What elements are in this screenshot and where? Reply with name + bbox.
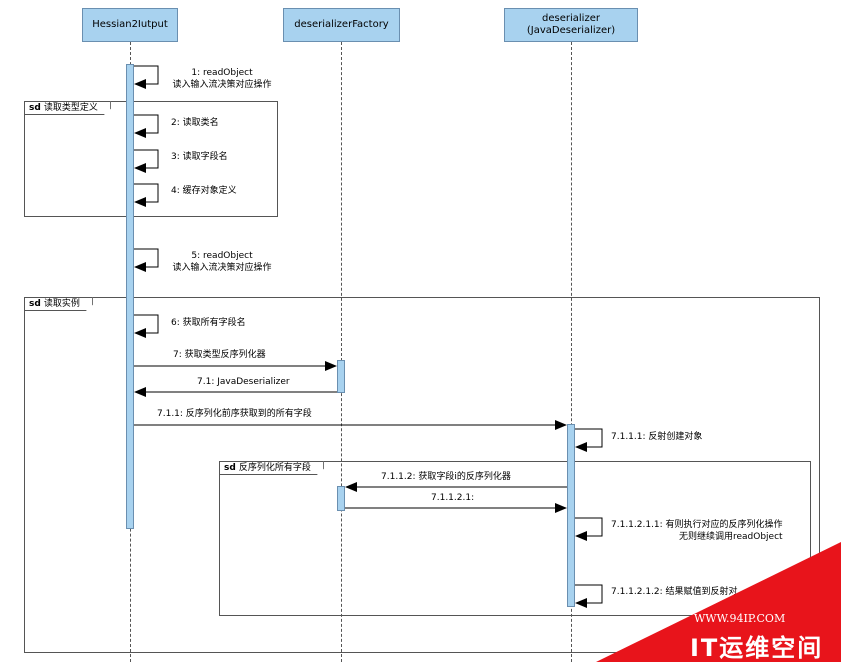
message-label-m71121: 7.1.1.2.1: xyxy=(431,493,475,503)
arrow-m5 xyxy=(134,248,159,272)
participant-deserializer-factory: deserializerFactory xyxy=(283,8,400,42)
message-label-m711: 7.1.1: 反序列化前序获取到的所有字段 xyxy=(157,409,312,419)
message-label-m7: 7: 获取类型反序列化器 xyxy=(173,350,266,360)
watermark-site: WWW.94IP.COM xyxy=(694,612,786,625)
message-label-m6: 6: 获取所有字段名 xyxy=(171,318,246,328)
activation-factory-1 xyxy=(337,360,345,393)
participant-subtitle: (JavaDeserializer) xyxy=(526,25,616,36)
participant-hessian2input: Hessian2Iutput xyxy=(82,8,178,42)
message-label-m7111: 7.1.1.1: 反射创建对象 xyxy=(611,432,703,442)
arrow-m3 xyxy=(134,149,159,173)
arrow-m7111 xyxy=(575,428,603,452)
arrow-m1 xyxy=(134,65,159,89)
message-label-m71: 7.1: JavaDeserializer xyxy=(197,377,290,387)
participant-name: deserializerFactory xyxy=(294,19,389,30)
arrow-m2 xyxy=(134,114,159,138)
activation-hessian xyxy=(126,64,134,529)
arrow-m711211 xyxy=(575,517,603,541)
message-label-m3: 3: 读取字段名 xyxy=(171,152,228,162)
lifeline-deserializer xyxy=(571,42,572,662)
arrow-m711212 xyxy=(575,584,603,608)
message-label-m711211: 7.1.1.2.1.1: 有则执行对应的反序列化操作无则继续调用readObje… xyxy=(611,520,783,542)
lifeline-factory xyxy=(341,42,342,662)
message-label-m2: 2: 读取类名 xyxy=(171,118,219,128)
arrow-m4 xyxy=(134,183,159,207)
message-label-m711212: 7.1.1.2.1.2: 结果赋值到反射对 xyxy=(611,587,738,597)
arrow-m6 xyxy=(134,314,159,338)
message-label-m7112: 7.1.1.2: 获取字段i的反序列化器 xyxy=(381,472,511,482)
participant-name: deserializer xyxy=(542,13,600,24)
participant-name: Hessian2Iutput xyxy=(92,19,168,30)
participant-java-deserializer: deserializer (JavaDeserializer) xyxy=(504,8,638,42)
message-label-m4: 4: 缓存对象定义 xyxy=(171,186,237,196)
watermark-brand: IT运维空间 xyxy=(690,634,824,662)
activation-factory-2 xyxy=(337,486,345,511)
activation-deserializer xyxy=(567,424,575,607)
